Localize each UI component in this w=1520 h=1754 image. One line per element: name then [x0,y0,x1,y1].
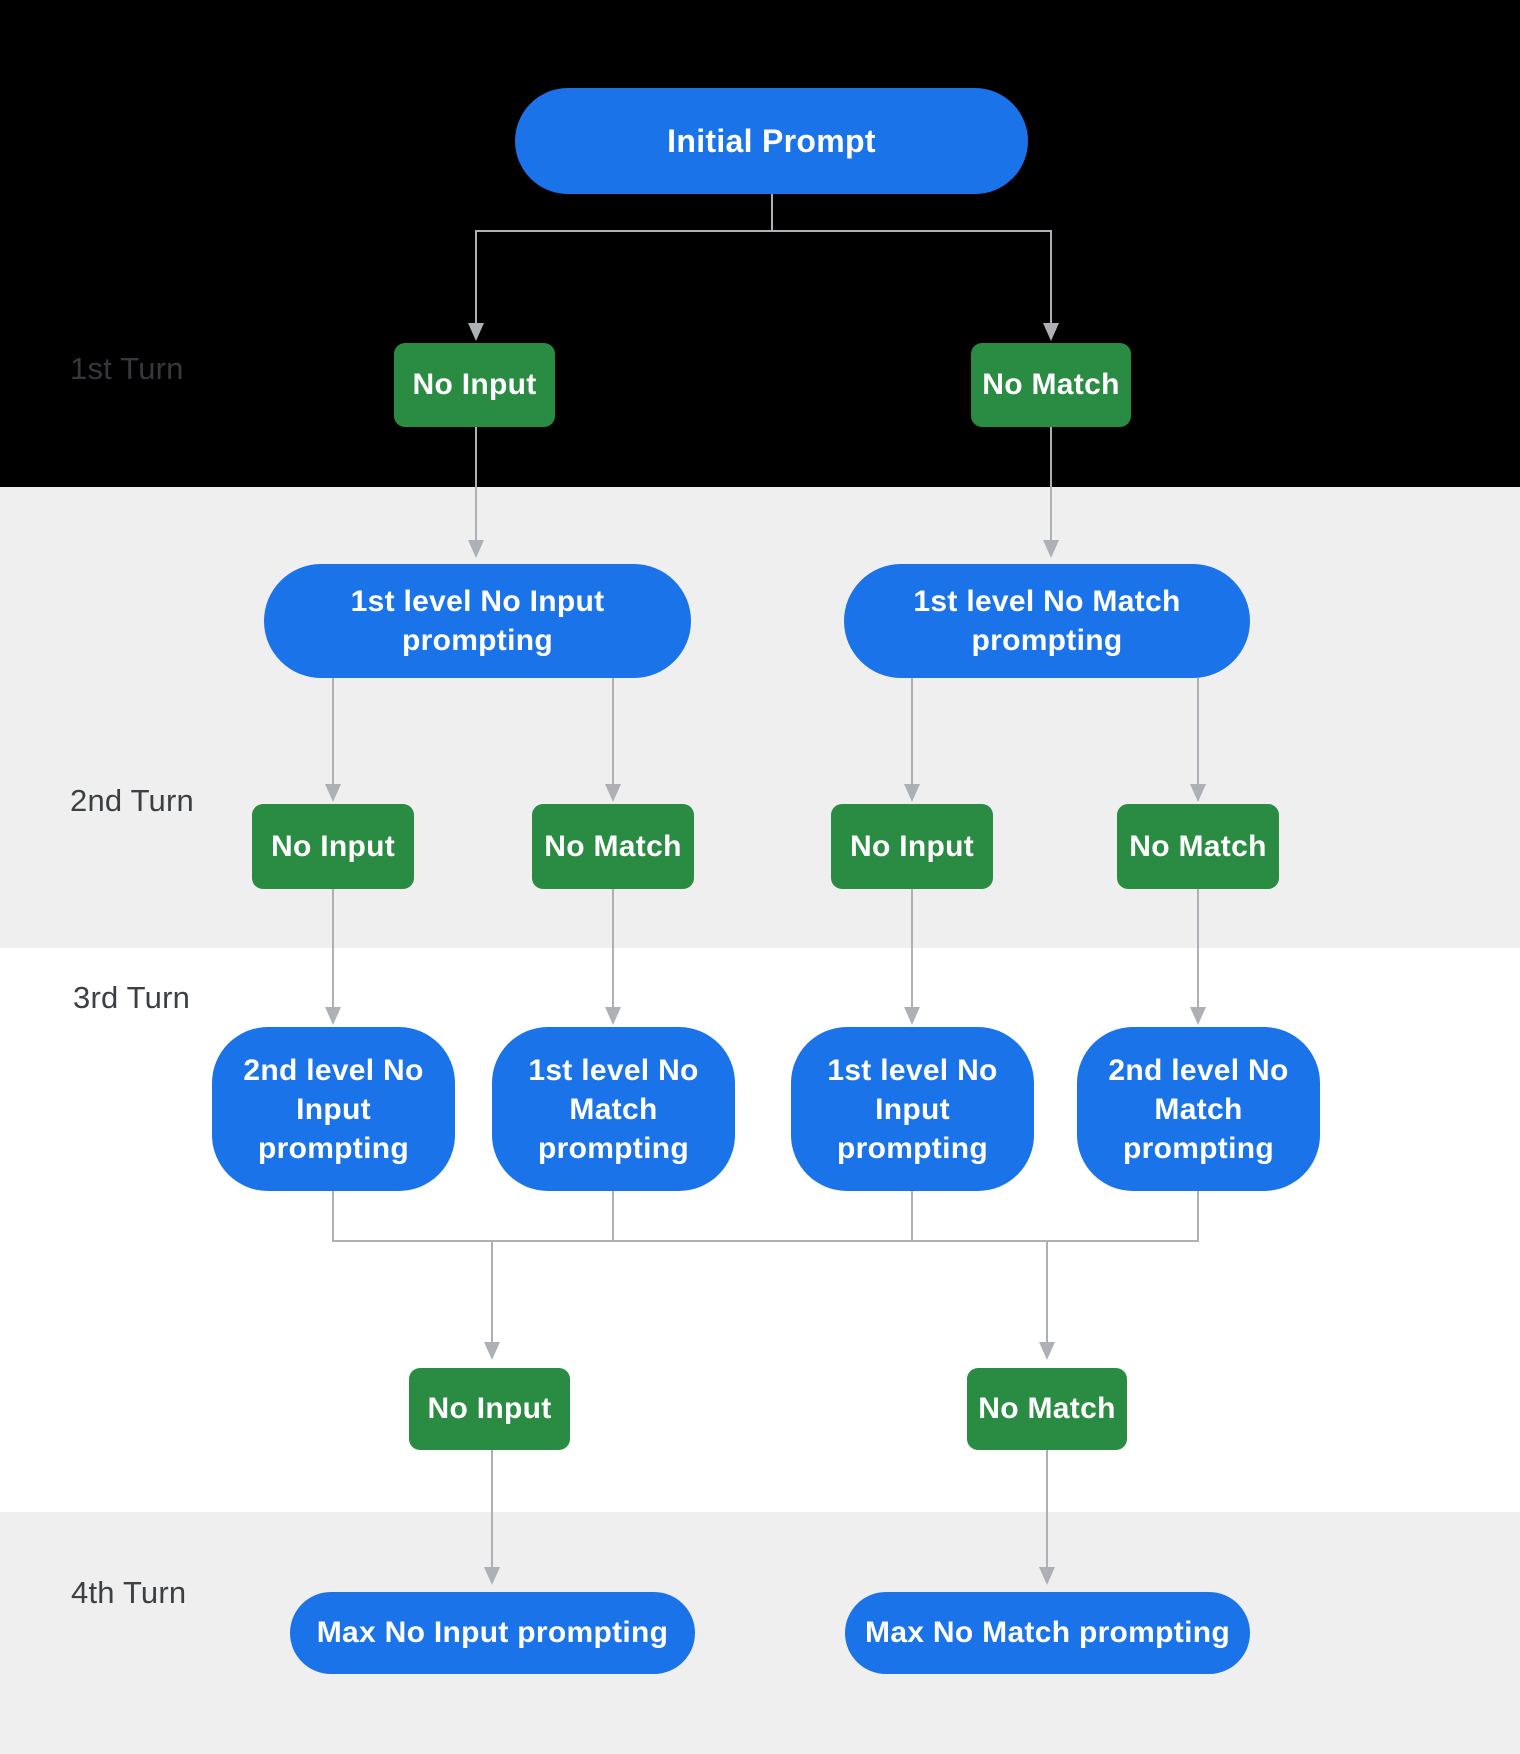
arrowhead-turn1-no-input [468,323,484,341]
arrowhead-turn3-c2 [605,1007,621,1025]
turn1-no-input-node: No Input [394,343,555,427]
turn2-no-match-left-node: No Match [532,804,694,889]
connector-to-max-no-match [1046,1450,1048,1567]
connector-turn2-to-turn3-c2 [612,889,614,1007]
arrowhead-max-no-match [1039,1567,1055,1585]
initial-prompt-node: Initial Prompt [515,88,1028,194]
connector-turn2-to-turn3-c3 [911,889,913,1007]
arrowhead-turn3-c1 [325,1007,341,1025]
connector-merge-c2 [612,1191,614,1242]
turn-4-label: 4th Turn [71,1575,187,1610]
turn-3-label: 3rd Turn [73,980,191,1015]
connector-to-max-no-input [491,1450,493,1567]
turn-2-label: 2nd Turn [70,783,194,818]
connector-turn2-to-turn3-c4 [1197,889,1199,1007]
band-turn-1 [0,0,1520,487]
connector-initial-stem [771,194,773,230]
band-turn-3 [0,948,1520,1512]
connector-level1-to-turn2-c4 [1197,678,1199,784]
connector-merge-c3 [911,1191,913,1242]
turn1-no-match-node: No Match [971,343,1131,427]
arrowhead-turn3-c4 [1190,1007,1206,1025]
connector-turn2-to-turn3-c1 [332,889,334,1007]
arrowhead-level1-no-match [1043,540,1059,558]
turn3-no-input-node: No Input [409,1368,570,1450]
arrowhead-turn2-c1 [325,784,341,802]
connector-to-turn1-no-input [475,230,477,323]
level1-no-input-prompting-node: 1st level No Input prompting [264,564,691,678]
band-turn-2 [0,487,1520,948]
turn-1-label: 1st Turn [70,351,184,386]
turn3-1st-level-no-match-node: 1st level No Match prompting [492,1027,735,1191]
arrowhead-max-no-input [484,1567,500,1585]
connector-level1-to-turn2-c2 [612,678,614,784]
connector-level1-to-turn2-c1 [332,678,334,784]
arrowhead-turn2-c2 [605,784,621,802]
arrowhead-turn1-no-match [1043,323,1059,341]
arrowhead-turn2-c3 [904,784,920,802]
turn2-no-input-right-node: No Input [831,804,993,889]
turn3-2nd-level-no-input-node: 2nd level No Input prompting [212,1027,455,1191]
connector-merge-to-no-match [1046,1242,1048,1342]
max-no-input-prompting-node: Max No Input prompting [290,1592,695,1674]
connector-merge-c4 [1197,1191,1199,1242]
arrowhead-final-no-match [1039,1342,1055,1360]
turn3-2nd-level-no-match-node: 2nd level No Match prompting [1077,1027,1320,1191]
connector-merge-bar [332,1240,1199,1242]
connector-initial-branch [475,230,1052,232]
turn2-no-input-left-node: No Input [252,804,414,889]
connector-merge-c1 [332,1191,334,1242]
arrowhead-final-no-input [484,1342,500,1360]
connector-to-turn1-no-match [1050,230,1052,323]
connector-merge-to-no-input [491,1242,493,1342]
arrowhead-turn2-c4 [1190,784,1206,802]
band-turn-4 [0,1512,1520,1754]
turn2-no-match-right-node: No Match [1117,804,1279,889]
connector-no-match-to-level1 [1050,427,1052,540]
level1-no-match-prompting-node: 1st level No Match prompting [844,564,1250,678]
arrowhead-level1-no-input [468,540,484,558]
connector-no-input-to-level1 [475,427,477,540]
arrowhead-turn3-c3 [904,1007,920,1025]
max-no-match-prompting-node: Max No Match prompting [845,1592,1250,1674]
turn3-1st-level-no-input-node: 1st level No Input prompting [791,1027,1034,1191]
turn3-no-match-node: No Match [967,1368,1127,1450]
connector-level1-to-turn2-c3 [911,678,913,784]
